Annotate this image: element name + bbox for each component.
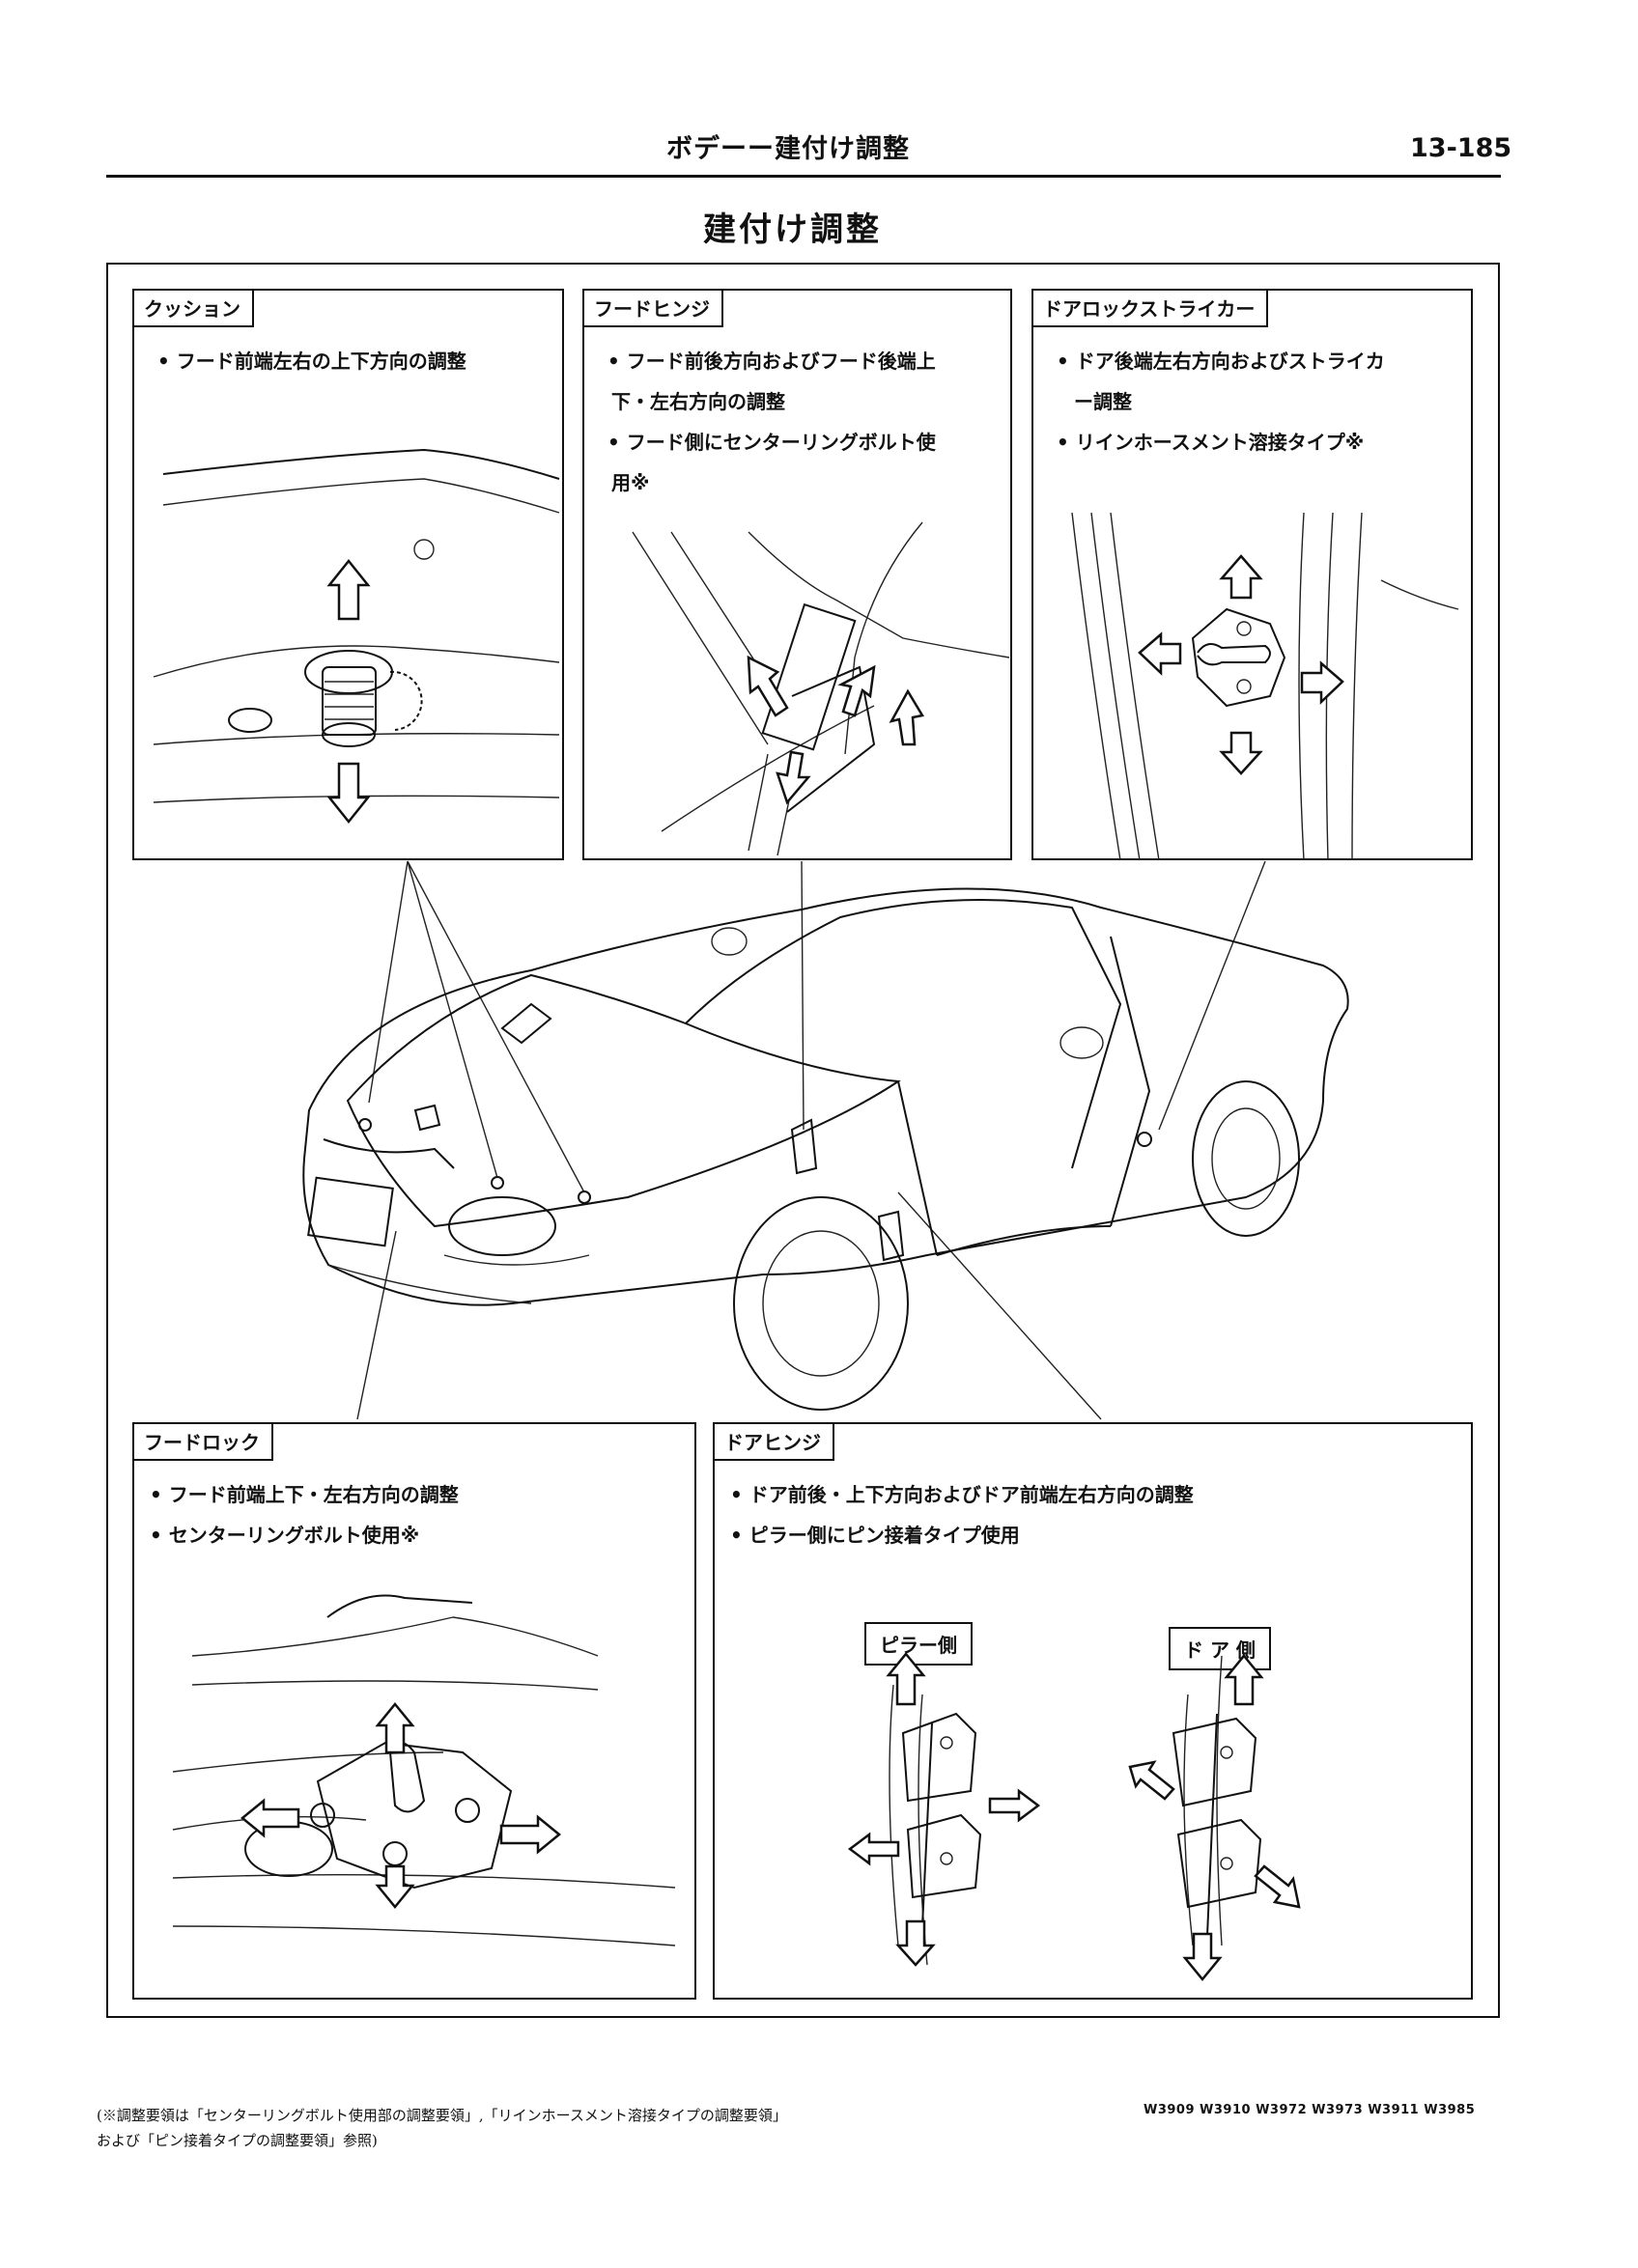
hood-lock-note-2: • センターリングボルト使用※ — [150, 1524, 420, 1547]
hood-hinge-note-2: 下・左右方向の調整 — [611, 390, 785, 413]
arrow-right-icon — [499, 1814, 561, 1855]
footnote-line-1: (※調整要領は「センターリングボルト使用部の調整要領」,「リインホースメント溶接… — [97, 2107, 787, 2124]
door-lock-striker-label: ドアロックストライカー — [1033, 291, 1269, 327]
door-lock-striker-illustration — [1071, 512, 1459, 861]
page-number: 13-185 — [1410, 133, 1512, 163]
footnote: (※調整要領は「センターリングボルト使用部の調整要領」,「リインホースメント溶接… — [97, 2103, 787, 2153]
hood-hinge-label: フードヒンジ — [584, 291, 723, 327]
arrow-left-icon — [240, 1798, 300, 1838]
door-lock-striker-note-1: • ドア後端左右方向およびストライカ — [1057, 350, 1385, 373]
hood-lock-note-1: • フード前端上下・左右方向の調整 — [150, 1483, 459, 1506]
door-hinge-note-2: • ピラー側にピン接着タイプ使用 — [730, 1524, 1020, 1547]
hood-hinge-note-4: 用※ — [611, 471, 650, 494]
hood-lock-label: フードロック — [134, 1424, 273, 1461]
door-lock-striker-note-3: • リインホースメント溶接タイプ※ — [1057, 431, 1365, 454]
hood-hinge-note-3: • フード側にセンターリングボルト使 — [607, 431, 936, 454]
arrow-down-icon — [375, 1864, 415, 1909]
hood-hinge-panel: フードヒンジ • フード前後方向およびフード後端上 下・左右方向の調整 • フー… — [582, 289, 1012, 860]
door-hinge-illustration — [847, 1652, 1301, 1981]
arrow-up-icon — [375, 1702, 415, 1754]
hood-hinge-note-1: • フード前後方向およびフード後端上 — [607, 350, 936, 373]
cushion-label: クッション — [134, 291, 254, 327]
arrow-up-icon — [326, 558, 371, 621]
hood-lock-illustration — [172, 1594, 676, 1946]
door-hinge-note-1: • ドア前後・上下方向およびドア前端左右方向の調整 — [730, 1483, 1194, 1506]
header-rule — [106, 175, 1501, 178]
cushion-illustration — [153, 448, 560, 825]
pillar-side-label: ピラー側 — [864, 1622, 973, 1666]
door-side-label: ド ア 側 — [1169, 1627, 1271, 1670]
door-lock-striker-panel: ドアロックストライカー • ドア後端左右方向およびストライカ ー調整 • リイン… — [1031, 289, 1473, 861]
cushion-panel: クッション • フード前端左右の上下方向の調整 — [132, 289, 564, 860]
door-lock-striker-note-2: ー調整 — [1074, 390, 1132, 413]
section-header-title: ボデーー建付け調整 — [666, 134, 910, 164]
figure-references: W3909 W3910 W3972 W3973 W3911 W3985 — [1144, 2103, 1476, 2117]
cushion-note-1: • フード前端左右の上下方向の調整 — [157, 350, 466, 373]
car-illustration — [302, 860, 1349, 1420]
footnote-line-2: および「ピン接着タイプの調整要領」参照) — [97, 2132, 378, 2149]
hood-lock-panel: フードロック • フード前端上下・左右方向の調整 • センターリングボルト使用※ — [132, 1422, 696, 2000]
door-hinge-label: ドアヒンジ — [715, 1424, 834, 1461]
page-title: 建付け調整 — [703, 210, 882, 249]
figure-frame — [106, 263, 1500, 2018]
hood-hinge-illustration — [632, 521, 1010, 856]
door-hinge-panel: ドアヒンジ • ドア前後・上下方向およびドア前端左右方向の調整 • ピラー側にピ… — [713, 1422, 1473, 2000]
arrow-down-icon — [326, 762, 371, 825]
